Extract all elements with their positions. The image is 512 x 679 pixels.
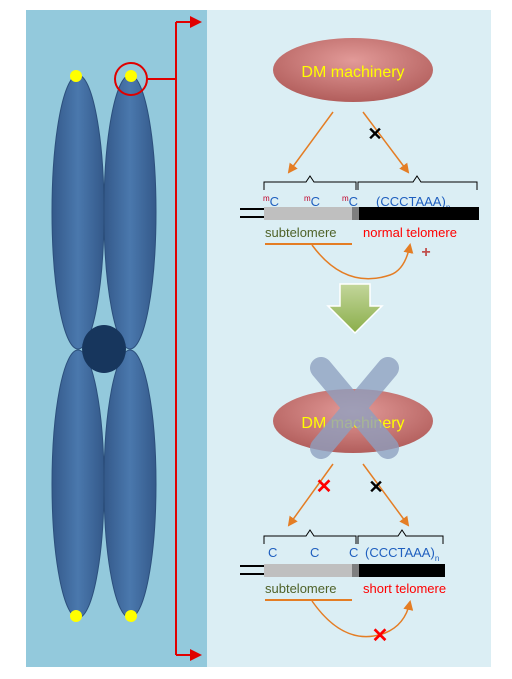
chromatid-upper-right [103, 74, 157, 350]
bracket-subtelomere-bottom [263, 529, 357, 544]
methyl-cytosine-3-top: mC [342, 194, 358, 209]
arrow-dm-to-telomere-bottom [362, 463, 410, 527]
subtelomere-label-bottom: subtelomere [265, 581, 337, 596]
cytosine-1-bottom: C [268, 545, 277, 560]
blocked-cross-black-bottom: ✕ [368, 477, 383, 497]
methyl-cytosine-1-top: mC [263, 194, 279, 209]
positive-effect-sign: + [421, 244, 430, 261]
junction-segment-bottom [352, 564, 360, 577]
centromere [82, 325, 126, 373]
methyl-cytosine-2-top: mC [304, 194, 320, 209]
dm-machinery-top-label: DM machinery [301, 64, 404, 81]
blocked-cross-red-bottom: ✕ [316, 476, 333, 498]
arrow-dm-to-subtelomere-top [287, 111, 334, 174]
telomere-bar-top [359, 207, 479, 220]
regulation-arrow-bottom [311, 600, 414, 638]
telomere-dot-top-right [125, 70, 137, 82]
dm-machinery-top [273, 38, 433, 102]
telomere-bar-bottom [359, 564, 445, 577]
inhibition-x-icon [310, 357, 399, 459]
telomere-label-top: normal telomere [363, 225, 457, 240]
arrow-dm-to-subtelomere-bottom [287, 463, 334, 527]
bottom-scenario: DM machinery ✕ ✕ C C C (CCCTAAA)n subtel… [240, 357, 446, 647]
chromatid-lower-right [103, 349, 157, 619]
telomere-dot-top-left [70, 70, 82, 82]
chromatid-upper-left [51, 74, 105, 350]
bracket-telomere-bottom [357, 529, 444, 544]
mechanism-panel [207, 10, 491, 667]
repeat-sequence-bottom: (CCCTAAA)n [365, 545, 439, 563]
chromatid-lower-left [51, 349, 105, 619]
telomere-dot-bottom-right [125, 610, 137, 622]
bracket-subtelomere-top [263, 175, 357, 190]
subtelomere-bar-top [264, 207, 353, 220]
telomere-label-bottom: short telomere [363, 581, 446, 596]
transition-down-arrow [326, 283, 384, 335]
cytosine-2-bottom: C [310, 545, 319, 560]
regulation-arrow-top [311, 243, 414, 280]
junction-segment-top [352, 207, 360, 220]
arrow-dm-to-telomere-top [362, 111, 410, 174]
bracket-telomere-top [357, 175, 478, 190]
chromosome [51, 62, 157, 622]
blocked-cross-top: ✕ [367, 124, 382, 144]
subtelomere-label-top: subtelomere [265, 225, 337, 240]
blocked-cross-regulation-bottom: ✕ [372, 625, 389, 647]
subtelomere-bar-bottom [264, 564, 353, 577]
zoom-bracket [147, 16, 202, 661]
cytosine-3-bottom: C [349, 545, 358, 560]
top-scenario: DM machinery ✕ mC mC mC (CCCTAAA)n subte… [240, 38, 479, 280]
telomere-dot-bottom-left [70, 610, 82, 622]
